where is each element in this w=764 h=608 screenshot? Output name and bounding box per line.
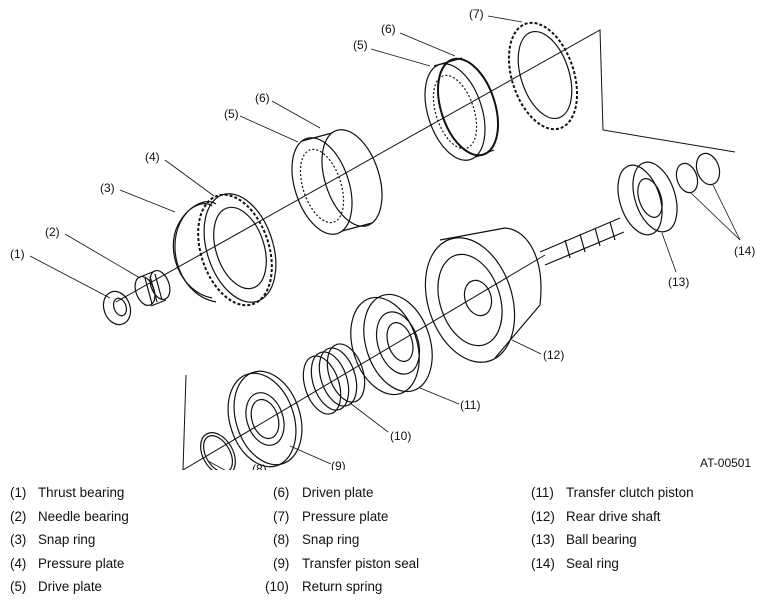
legend-item: (12) Rear drive shaft: [531, 508, 661, 533]
callout-2: (2): [45, 225, 60, 239]
legend-item: (2) Needle bearing: [10, 508, 129, 533]
parts-legend: (1) Thrust bearing (2) Needle bearing (3) S…: [0, 485, 764, 605]
legend-number: (8): [273, 532, 290, 547]
legend-number: (14): [531, 555, 555, 571]
legend-item: (11) Transfer clutch piston: [531, 485, 694, 509]
return-spring-part: [302, 343, 366, 415]
legend-label: Snap ring: [302, 532, 360, 547]
pressure-plate-part: [197, 193, 277, 307]
callout-5-lower: (5): [224, 107, 239, 121]
callout-6-lower: (6): [255, 91, 270, 105]
legend-label: Transfer piston seal: [302, 555, 420, 571]
legend-label: Pressure plate: [38, 555, 125, 571]
legend-number: (11): [531, 485, 554, 500]
legend-column-3: (11) Transfer clutch piston (12) Rear driv…: [531, 485, 694, 580]
callout-9: (9): [331, 459, 346, 470]
callout-7: (7): [469, 7, 484, 21]
figure-code: AT-00501: [700, 456, 752, 470]
legend-number: (10): [265, 579, 289, 594]
callout-3: (3): [100, 181, 115, 195]
leader-lines: [29, 15, 741, 470]
callout-10: (10): [390, 429, 411, 443]
legend-label: Seal ring: [566, 555, 619, 571]
legend-number: (1): [10, 485, 27, 500]
legend-label: Rear drive shaft: [566, 508, 661, 524]
axis-lines: [115, 29, 736, 470]
legend-label: Transfer clutch piston: [566, 485, 694, 500]
legend-item: (8) Snap ring: [273, 532, 359, 556]
legend-number: (7): [273, 508, 290, 524]
callout-labels: (1) (2) (3) (4) (5) (6) (5) (6) (7) (8) …: [10, 7, 755, 470]
legend-number: (9): [273, 555, 290, 571]
transfer-piston-seal-part: [227, 370, 303, 468]
legend-label: Return spring: [302, 579, 383, 594]
legend-item: (4) Pressure plate: [10, 555, 124, 580]
legend-label: Driven plate: [302, 485, 374, 500]
callout-13: (13): [668, 275, 689, 289]
callout-4: (4): [145, 150, 160, 164]
legend-number: (3): [10, 532, 27, 547]
legend-item: (6) Driven plate: [273, 485, 373, 509]
legend-item: (13) Ball bearing: [531, 532, 637, 556]
ball-bearing-part: [617, 161, 678, 236]
legend-number: (2): [10, 508, 27, 524]
legend-label: Pressure plate: [302, 508, 389, 524]
rear-drive-shaft-drum-part: [424, 227, 542, 363]
driven-plate-part: [424, 57, 499, 161]
legend-item: (9) Transfer piston seal: [273, 555, 419, 580]
legend-label: Snap ring: [38, 532, 96, 547]
lower-snap-ring-part: [200, 432, 236, 470]
shaft-part: [539, 217, 625, 266]
needle-bearing-part: [134, 269, 171, 307]
legend-item: (14) Seal ring: [531, 555, 619, 580]
callout-6-upper: (6): [381, 22, 396, 36]
legend-item: (7) Pressure plate: [273, 508, 388, 533]
thrust-bearing-part: [102, 290, 132, 326]
legend-number: (4): [10, 555, 27, 571]
legend-column-1: (1) Thrust bearing (2) Needle bearing (3) S…: [10, 485, 129, 603]
top-pressure-plate-part: [507, 21, 579, 131]
legend-label: Drive plate: [38, 579, 103, 594]
legend-number: (5): [10, 579, 27, 594]
legend-item: (5) Drive plate: [10, 579, 102, 603]
legend-number: (6): [273, 485, 290, 500]
legend-label: Ball bearing: [566, 532, 637, 547]
legend-item: (10) Return spring: [265, 579, 382, 603]
legend-number: (13): [531, 532, 555, 547]
snap-ring-part: [172, 201, 217, 303]
exploded-view-diagram: (1) (2) (3) (4) (5) (6) (5) (6) (7) (8) …: [10, 7, 755, 470]
legend-label: Thrust bearing: [38, 485, 125, 500]
drive-plate-part: [291, 129, 383, 235]
callout-8: (8): [252, 462, 267, 470]
legend-column-2: (6) Driven plate (7) Pressure plate (8) Sna…: [265, 485, 419, 603]
callout-11: (11): [460, 398, 480, 412]
callout-1: (1): [10, 247, 25, 261]
callout-5-upper: (5): [353, 38, 368, 52]
seal-rings-part: [675, 152, 721, 194]
legend-label: Needle bearing: [38, 508, 129, 524]
callout-14: (14): [734, 244, 755, 258]
callout-12: (12): [543, 348, 564, 362]
legend-number: (12): [531, 508, 555, 524]
transfer-clutch-piston-part: [350, 293, 433, 396]
legend-item: (3) Snap ring: [10, 532, 95, 556]
legend-item: (1) Thrust bearing: [10, 485, 124, 509]
